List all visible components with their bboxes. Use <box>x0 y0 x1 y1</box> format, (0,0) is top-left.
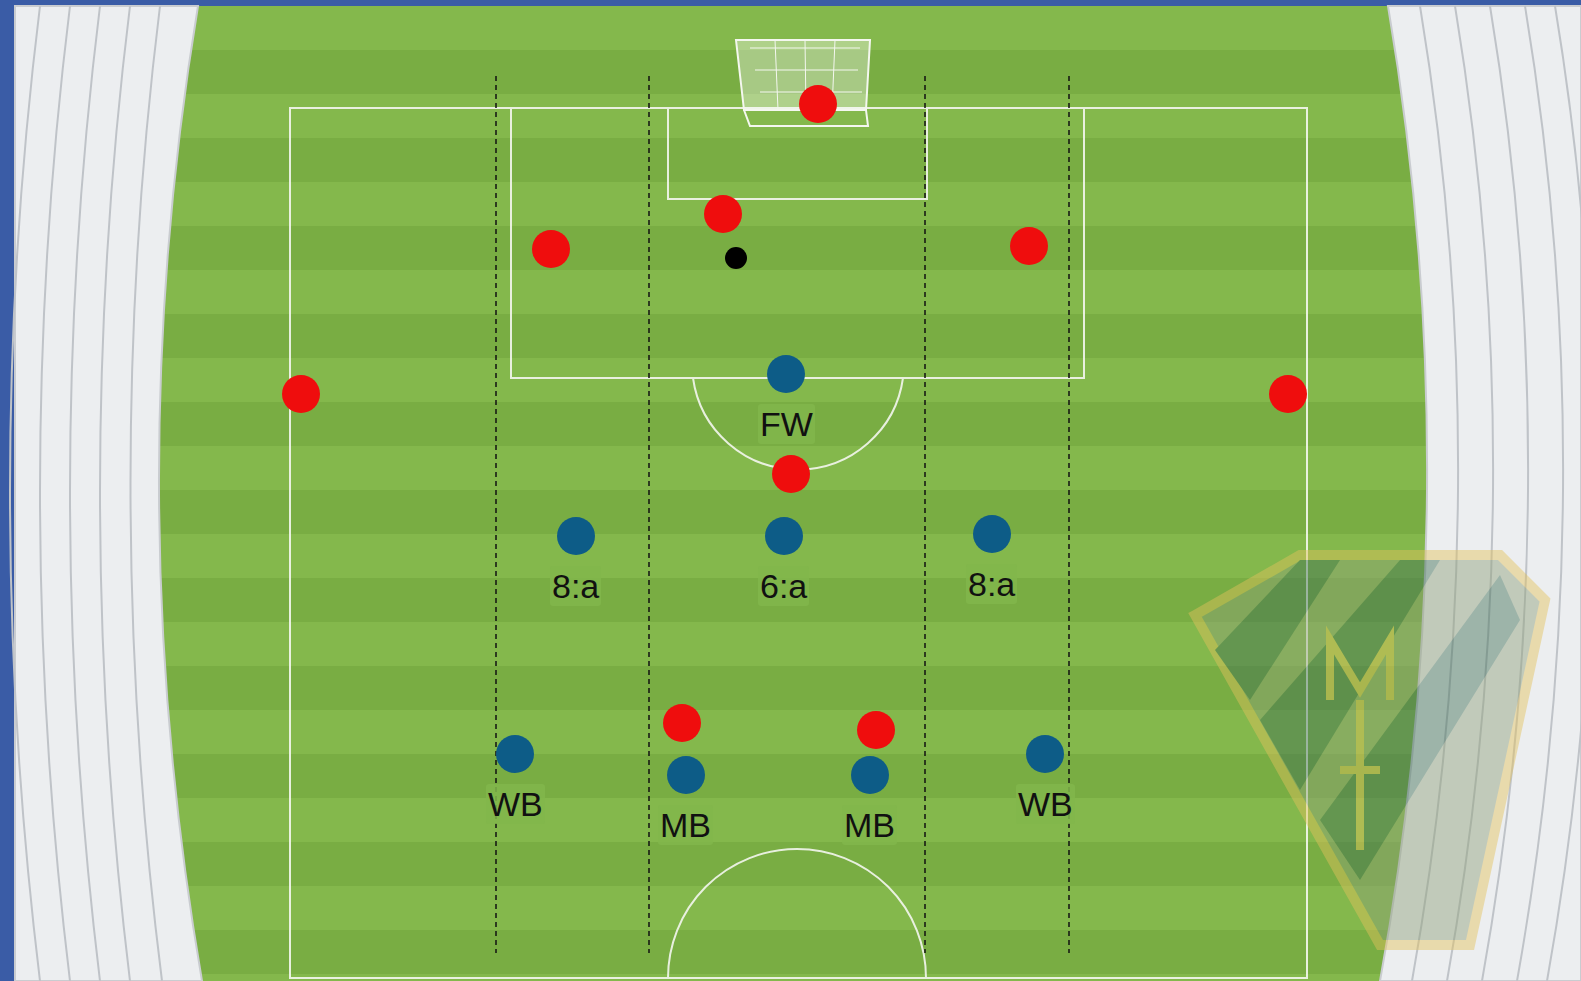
position-label: 8:a <box>550 566 601 606</box>
position-label: 6:a <box>758 566 809 606</box>
player-node: 6:a <box>758 517 809 606</box>
position-label: MB <box>658 805 713 845</box>
player-marker <box>765 517 803 555</box>
player-marker <box>851 756 889 794</box>
player-node: FW <box>758 355 815 444</box>
position-label: MB <box>842 805 897 845</box>
player-marker <box>1026 735 1064 773</box>
position-label: WB <box>1016 784 1075 824</box>
position-label: FW <box>758 404 815 444</box>
player-node: MB <box>842 756 897 845</box>
player-node: 8:a <box>966 515 1017 604</box>
player-node: 8:a <box>550 517 601 606</box>
position-label: 8:a <box>966 564 1017 604</box>
player-marker <box>767 355 805 393</box>
player-node: MB <box>658 756 713 845</box>
player-marker <box>496 735 534 773</box>
player-node: WB <box>486 735 545 824</box>
player-marker <box>667 756 705 794</box>
player-marker <box>557 517 595 555</box>
player-node: WB <box>1016 735 1075 824</box>
player-marker <box>973 515 1011 553</box>
position-label: WB <box>486 784 545 824</box>
